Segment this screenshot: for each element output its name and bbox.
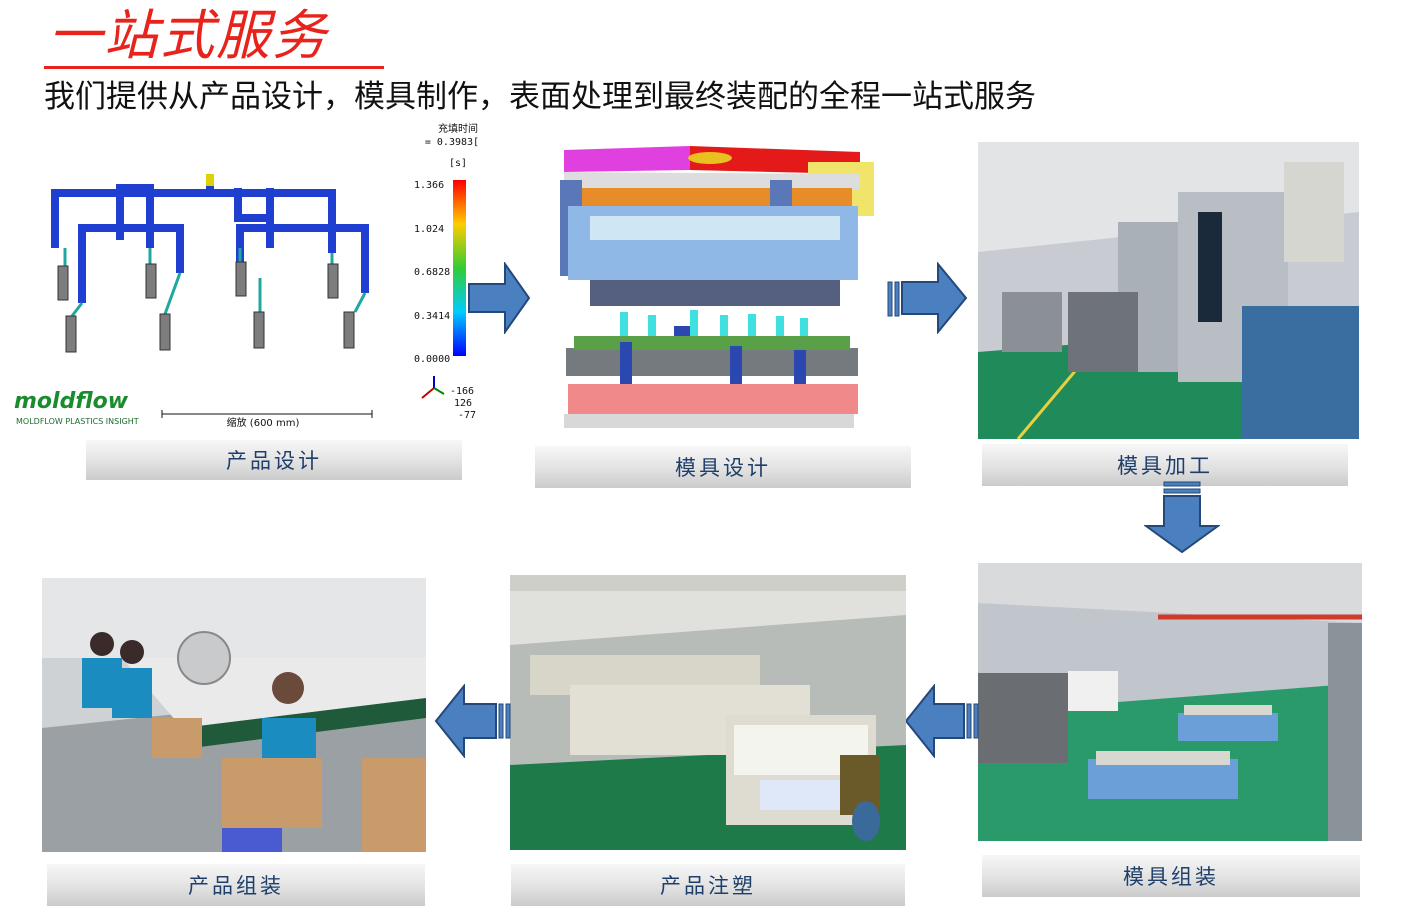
legend-tick: 1.366	[414, 180, 444, 191]
mold-design-image	[560, 140, 880, 435]
mold-machining-photo	[978, 142, 1359, 439]
injection-molding-photo	[510, 575, 906, 850]
legend-colorbar	[453, 180, 466, 356]
caption-product-assembly: 产品组装	[47, 864, 425, 906]
axis-value: 126	[454, 398, 472, 409]
xyz-axis-icon	[421, 376, 445, 399]
legend-tick: 0.0000	[414, 354, 450, 365]
svg-text:moldflow: moldflow	[14, 389, 129, 414]
caption-mold-assembly: 模具组装	[982, 855, 1360, 897]
arrow-down-icon	[1144, 481, 1220, 554]
mold-assembly-photo	[978, 563, 1362, 841]
legend-tick: 0.3414	[414, 311, 450, 322]
page-subtitle: 我们提供从产品设计，模具制作，表面处理到最终装配的全程一站式服务	[44, 79, 1036, 115]
svg-text:MOLDFLOW PLASTICS INSIGHT: MOLDFLOW PLASTICS INSIGHT	[16, 417, 139, 426]
product-design-image: 充填时间 = 0.3983[s] [s] 1.366 1.024 0.6828 …	[10, 118, 480, 430]
legend-value: = 0.3983[s]	[425, 137, 480, 148]
legend-unit: [s]	[449, 158, 467, 169]
axis-value: -77	[458, 410, 476, 421]
title-underline	[44, 66, 384, 69]
legend-tick: 0.6828	[414, 267, 450, 278]
moldflow-logo: moldflow MOLDFLOW PLASTICS INSIGHT	[14, 389, 139, 426]
caption-product-design: 产品设计	[86, 440, 462, 480]
page-title: 一站式服务	[48, 4, 328, 67]
product-assembly-photo	[42, 578, 426, 852]
arrow-right-icon	[468, 262, 531, 334]
caption-mold-design: 模具设计	[535, 446, 911, 488]
axis-value: -166	[450, 386, 474, 397]
caption-injection-molding: 产品注塑	[511, 864, 905, 906]
scale-label: 缩放 (600 mm)	[227, 416, 300, 429]
arrow-right-icon	[887, 262, 968, 334]
arrow-left-icon	[904, 684, 979, 758]
caption-mold-machining: 模具加工	[982, 444, 1348, 486]
arrow-left-icon	[434, 684, 511, 758]
legend-title: 充填时间	[438, 122, 478, 135]
legend-tick: 1.024	[414, 224, 444, 235]
